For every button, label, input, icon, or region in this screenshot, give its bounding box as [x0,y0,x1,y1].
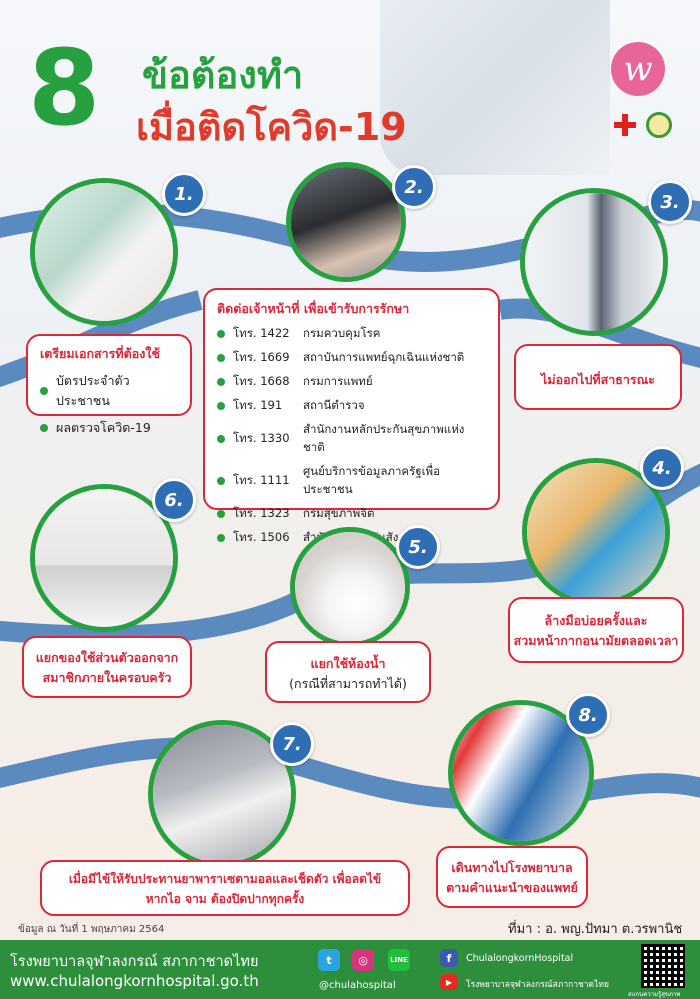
title-line1: ข้อต้องทำ [142,53,304,97]
twitter-icon[interactable]: t [318,949,340,971]
step3-photo [520,188,668,336]
step8-number-badge: 8. [566,693,610,737]
qr-code[interactable] [641,944,685,988]
list-item: บัตรประจำตัวประชาชน [40,371,178,411]
department-seal-icon [646,112,672,138]
youtube-name[interactable]: โรงพยาบาลจุฬาลงกรณ์สภากาชาดไทย [466,980,609,990]
step5-card: แยกใช้ห้องน้ำ (กรณีที่สามารถทำได้) [265,641,431,703]
step4-card: ล้างมือบ่อยครั้งและ สวมหน้ากากอนามัยตลอด… [508,597,684,663]
step5-number-badge: 5. [396,525,440,569]
bullet-icon [217,354,225,362]
qr-caption: สแกนความรู้สุขภาพ [628,991,681,998]
step8-card: เดินทางไปโรงพยาบาล ตามคำแนะนำของแพทย์ [436,846,588,908]
footer-bar [0,940,700,999]
bullet-icon [217,534,225,542]
bullet-icon [217,510,225,518]
source-credit: ที่มา : อ. พญ.ปัทมา ต.วรพานิช [508,922,683,937]
step7-card: เมื่อมีไข้ให้รับประทานยาพาราเซตามอลและเช… [40,860,410,916]
line-icon[interactable]: LINE [388,949,410,971]
step6-card: แยกของใช้ส่วนตัวออกจาก สมาชิกภายในครอบคร… [22,636,192,698]
bullet-icon [217,477,225,485]
brand-logo-icon: w [611,42,665,96]
step1-number-badge: 1. [162,172,206,216]
hospital-url[interactable]: www.chulalongkornhospital.go.th [10,972,259,990]
step3-card: ไม่ออกไปที่สาธารณะ [514,344,682,410]
bullet-icon [217,330,225,338]
header-number: 8 [28,27,101,149]
step1-title: เตรียมเอกสารที่ต้องใช้ [40,346,160,361]
social-handle: @chulahospital [319,980,396,991]
step6-number-badge: 6. [152,478,196,522]
bullet-icon [40,387,48,395]
instagram-icon[interactable]: ◎ [352,949,374,971]
title-line2: เมื่อติดโควิด-19 [136,105,407,149]
data-date: ข้อมูล ณ วันที่ 1 พฤษภาคม 2564 [18,924,165,935]
step1-card: เตรียมเอกสารที่ต้องใช้ บัตรประจำตัวประชา… [26,334,192,435]
bullet-icon [217,435,225,443]
youtube-icon[interactable]: ▶ [440,974,458,990]
step7-number-badge: 7. [270,722,314,766]
step5-photo [290,527,410,647]
hospital-name: โรงพยาบาลจุฬาลงกรณ์ สภากาชาดไทย [10,954,259,970]
hero-photo [380,0,610,175]
list-item: ผลตรวจโควิด-19 [40,418,178,438]
step2-photo [286,162,406,282]
bullet-icon [40,424,48,432]
red-cross-logo-icon [614,114,636,136]
step2-title: ติดต่อเจ้าหน้าที่ เพื่อเข้ารับการรักษา [217,301,410,316]
facebook-name[interactable]: ChulalongkornHospital [466,953,574,964]
facebook-icon[interactable]: f [440,949,458,967]
step4-number-badge: 4. [640,446,684,490]
bullet-icon [217,402,225,410]
step8-photo [448,700,594,846]
step3-number-badge: 3. [648,180,692,224]
bullet-icon [217,378,225,386]
step2-contact-card: ติดต่อเจ้าหน้าที่ เพื่อเข้ารับการรักษา โ… [203,288,500,544]
step2-number-badge: 2. [392,165,436,209]
step1-photo [30,178,178,326]
